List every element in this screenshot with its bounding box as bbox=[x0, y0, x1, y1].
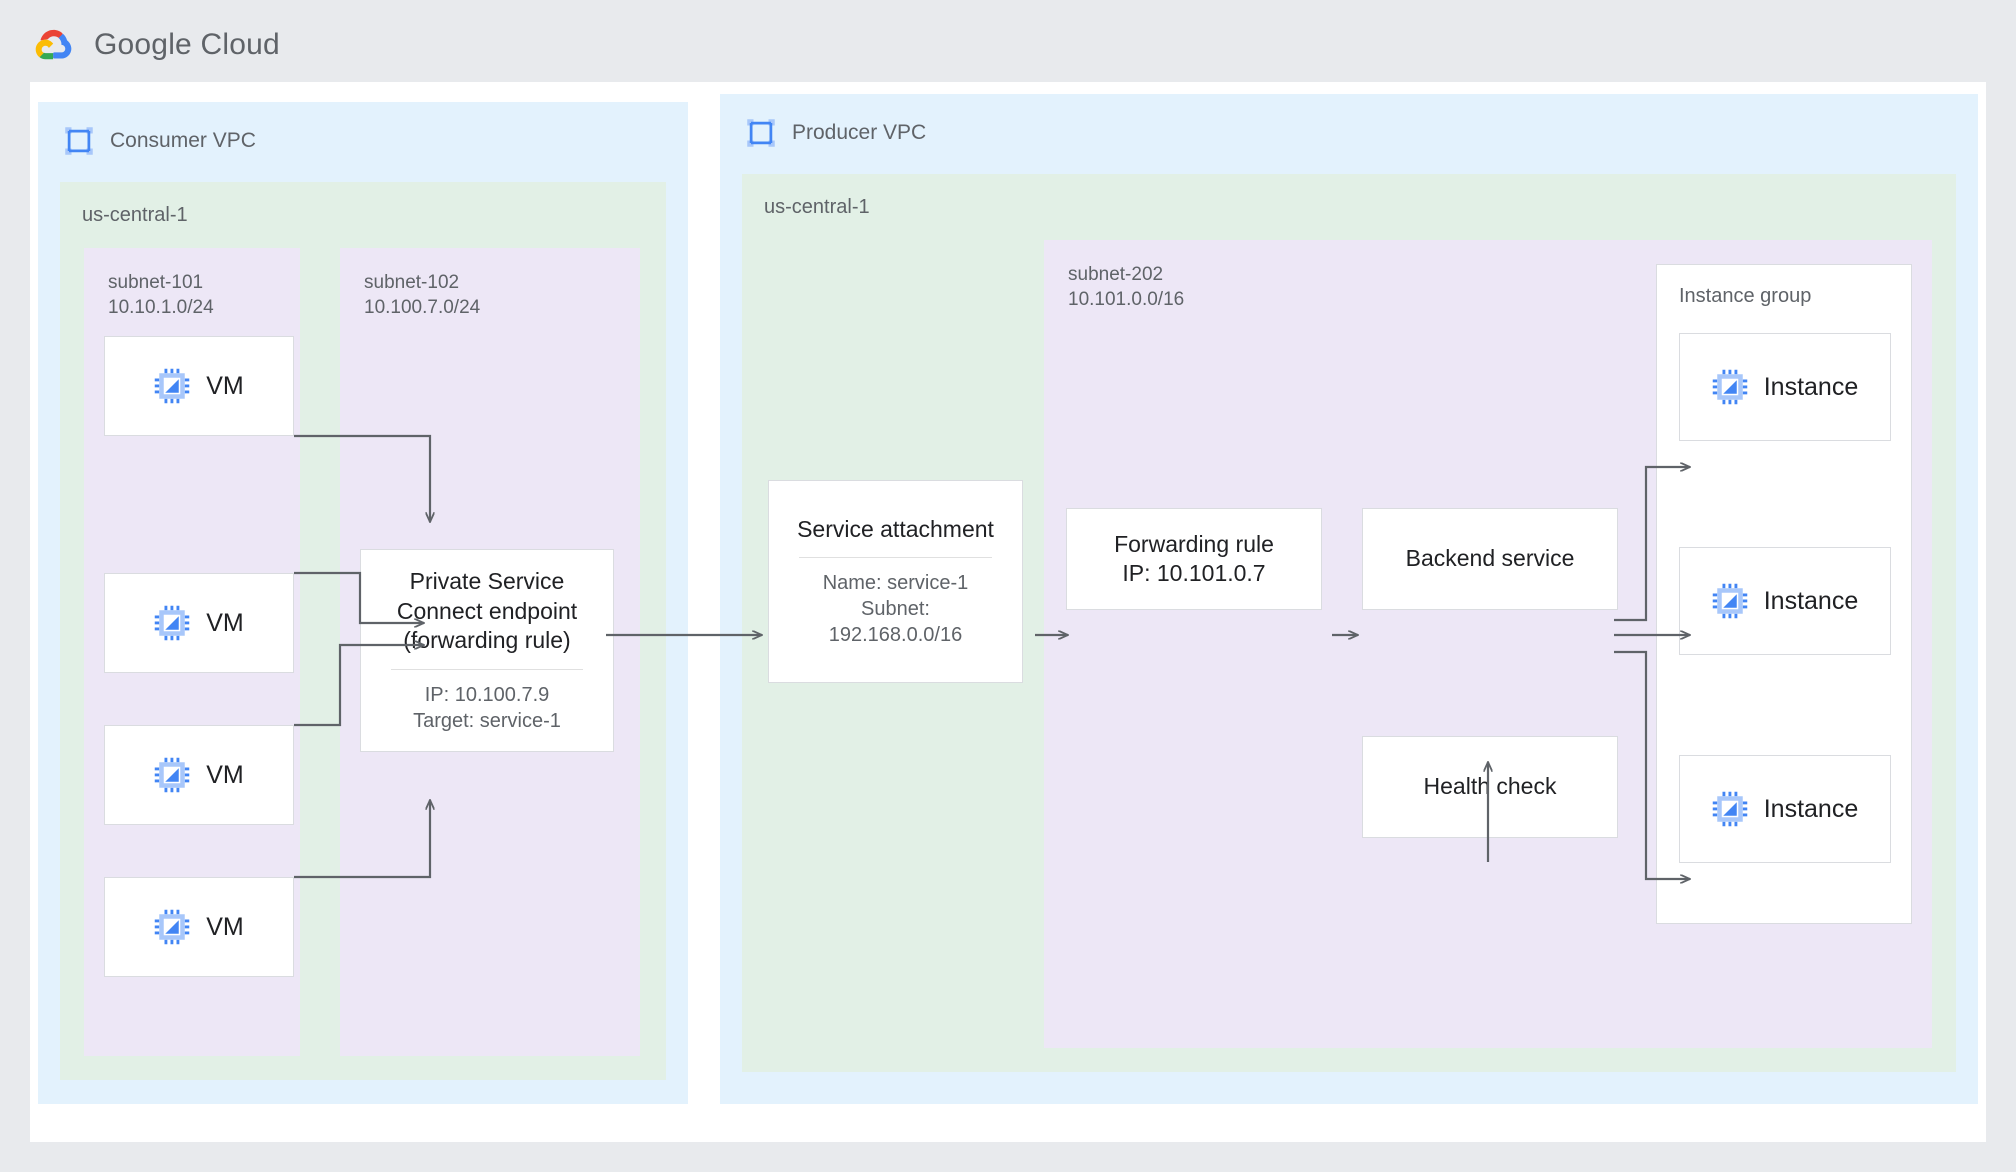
subnet-202-cidr: 10.101.0.0/16 bbox=[1068, 289, 1185, 311]
vm-chip-icon bbox=[154, 909, 190, 945]
consumer-vpc-container: Consumer VPC us-central-1 subnet-101 10.… bbox=[38, 102, 688, 1104]
brand-header: Google Cloud bbox=[30, 26, 280, 64]
backend-service-title: Backend service bbox=[1405, 545, 1575, 572]
subnet-101-name: subnet-101 bbox=[108, 272, 204, 293]
subnet-202-container: subnet-202 10.101.0.0/16 Forwarding rule… bbox=[1044, 240, 1932, 1048]
consumer-region-label: us-central-1 bbox=[82, 204, 188, 226]
subnet-202-label: subnet-202 10.101.0.0/16 bbox=[1068, 262, 1184, 312]
psc-endpoint-target: Target: service-1 bbox=[413, 709, 561, 732]
vm-chip-icon bbox=[154, 605, 190, 641]
psc-title-line-1: Private Service bbox=[409, 568, 565, 595]
consumer-region-container: us-central-1 subnet-101 10.10.1.0/24 bbox=[60, 182, 666, 1080]
psc-title-line-3: (forwarding rule) bbox=[403, 627, 571, 654]
service-attachment-node[interactable]: Service attachment Name: service-1 Subne… bbox=[768, 480, 1023, 683]
vm-chip-icon bbox=[1712, 791, 1748, 827]
producer-vpc-header: Producer VPC bbox=[746, 118, 926, 148]
vm-node-2-label: VM bbox=[206, 608, 244, 637]
instance-group-label: Instance group bbox=[1679, 285, 1812, 307]
instance-node-2[interactable]: Instance bbox=[1679, 547, 1891, 655]
subnet-101-cidr: 10.10.1.0/24 bbox=[108, 297, 214, 319]
subnet-102-container: subnet-102 10.100.7.0/24 Private Service… bbox=[340, 248, 640, 1056]
subnet-102-label: subnet-102 10.100.7.0/24 bbox=[364, 270, 480, 320]
subnet-101-container: subnet-101 10.10.1.0/24 bbox=[84, 248, 300, 1056]
subnet-102-cidr: 10.100.7.0/24 bbox=[364, 297, 481, 319]
psc-divider bbox=[391, 668, 583, 670]
instance-node-1[interactable]: Instance bbox=[1679, 333, 1891, 441]
consumer-vpc-title: Consumer VPC bbox=[110, 129, 256, 152]
instance-node-3[interactable]: Instance bbox=[1679, 755, 1891, 863]
brand-name: Google Cloud bbox=[94, 28, 280, 61]
vm-chip-icon bbox=[154, 368, 190, 404]
health-check-title: Health check bbox=[1423, 773, 1557, 800]
service-attachment-subnet-label: Subnet: bbox=[861, 598, 930, 621]
producer-vpc-title: Producer VPC bbox=[792, 121, 927, 144]
vm-node-3-label: VM bbox=[206, 760, 244, 789]
producer-vpc-container: Producer VPC us-central-1 Service attach… bbox=[720, 94, 1978, 1104]
psc-endpoint-title: Private Service Connect endpoint (forwar… bbox=[397, 567, 577, 655]
vm-node-1[interactable]: VM bbox=[104, 336, 294, 436]
service-attachment-title: Service attachment bbox=[797, 515, 994, 542]
producer-region-label: us-central-1 bbox=[764, 196, 870, 218]
psc-endpoint-node[interactable]: Private Service Connect endpoint (forwar… bbox=[360, 549, 614, 752]
backend-service-node[interactable]: Backend service bbox=[1362, 508, 1618, 610]
diagram-canvas: Consumer VPC us-central-1 subnet-101 10.… bbox=[30, 82, 1986, 1142]
service-attachment-subnet-cidr: 192.168.0.0/16 bbox=[828, 624, 963, 647]
vm-chip-icon bbox=[1712, 583, 1748, 619]
subnet-202-name: subnet-202 bbox=[1068, 264, 1164, 285]
subnet-102-name: subnet-102 bbox=[364, 272, 460, 293]
forwarding-rule-node[interactable]: Forwarding rule IP: 10.101.0.7 bbox=[1066, 508, 1322, 610]
vpc-network-icon bbox=[746, 118, 776, 148]
vm-chip-icon bbox=[154, 757, 190, 793]
vm-node-1-label: VM bbox=[206, 371, 244, 400]
producer-region-container: us-central-1 Service attachment Name: se… bbox=[742, 174, 1956, 1072]
subnet-101-label: subnet-101 10.10.1.0/24 bbox=[108, 270, 214, 320]
google-cloud-logo-icon bbox=[30, 26, 76, 64]
vm-node-4-label: VM bbox=[206, 912, 244, 941]
instance-node-2-label: Instance bbox=[1763, 586, 1859, 615]
psc-title-line-2: Connect endpoint bbox=[396, 597, 578, 624]
consumer-vpc-header: Consumer VPC bbox=[64, 126, 256, 156]
vm-node-3[interactable]: VM bbox=[104, 725, 294, 825]
psc-endpoint-ip: IP: 10.100.7.9 bbox=[424, 683, 550, 706]
instance-node-3-label: Instance bbox=[1763, 794, 1859, 823]
forwarding-rule-line-2: IP: 10.101.0.7 bbox=[1122, 560, 1266, 586]
vm-chip-icon bbox=[1712, 369, 1748, 405]
vpc-network-icon bbox=[64, 126, 94, 156]
instance-node-1-label: Instance bbox=[1763, 372, 1859, 401]
service-attachment-name: Name: service-1 bbox=[822, 572, 969, 595]
health-check-node[interactable]: Health check bbox=[1362, 736, 1618, 838]
psc-endpoint-details: IP: 10.100.7.9 Target: service-1 bbox=[413, 682, 561, 734]
service-attachment-divider bbox=[799, 557, 992, 559]
instance-group-container: Instance group bbox=[1656, 264, 1912, 924]
vm-node-4[interactable]: VM bbox=[104, 877, 294, 977]
forwarding-rule-line-1: Forwarding rule bbox=[1114, 530, 1274, 557]
vm-node-2[interactable]: VM bbox=[104, 573, 294, 673]
service-attachment-details: Name: service-1 Subnet: 192.168.0.0/16 bbox=[823, 570, 969, 648]
forwarding-rule-title: Forwarding rule IP: 10.101.0.7 bbox=[1114, 530, 1274, 589]
